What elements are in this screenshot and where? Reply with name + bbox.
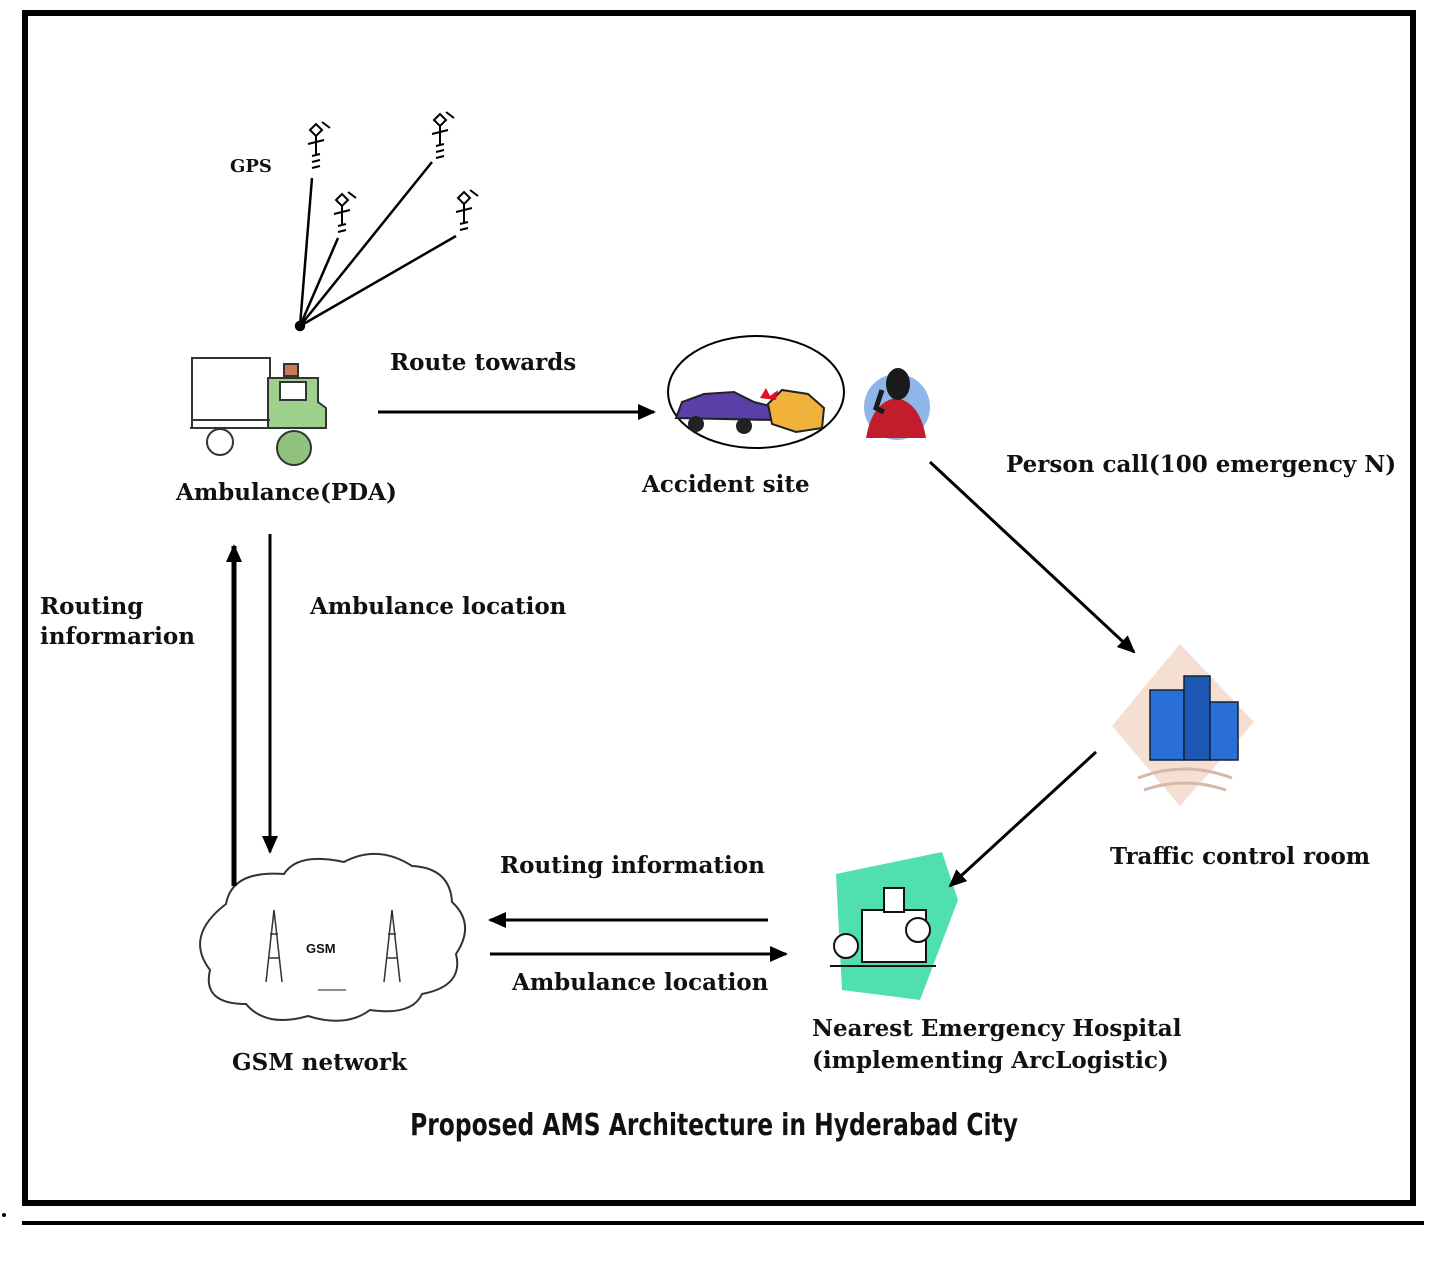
hospital-label-line2: (implementing ArcLogistic)	[812, 1047, 1169, 1074]
ambulance-icon	[190, 357, 327, 466]
gps-signal-lines	[294, 161, 457, 332]
ambulance-location-top-label: Ambulance location	[310, 593, 567, 620]
person-call-label: Person call(100 emergency N)	[1006, 451, 1397, 478]
arrows	[226, 404, 1136, 962]
gsm-inner-label: GSM	[306, 941, 336, 956]
gsm-network-label: GSM network	[232, 1049, 407, 1076]
hospital-icon	[830, 852, 958, 1000]
person-calling-icon	[864, 368, 930, 440]
bottom-rule	[22, 1221, 1424, 1225]
ambulance-location-bottom-label: Ambulance location	[512, 969, 769, 996]
routing-information-label: Routing information	[500, 852, 765, 879]
hospital-label-line1: Nearest Emergency Hospital	[812, 1015, 1182, 1042]
traffic-control-room-icon	[1112, 644, 1254, 806]
accident-site-label: Accident site	[642, 471, 810, 498]
ambulance-label: Ambulance(PDA)	[176, 479, 397, 506]
traffic-control-room-label: Traffic control room	[1110, 843, 1371, 870]
gsm-cloud-icon	[199, 852, 466, 1022]
route-towards-label: Route towards	[390, 349, 577, 376]
gps-satellites-icon	[307, 111, 479, 233]
accident-site-icon	[667, 335, 845, 449]
arrow-traffic-to-hospital	[948, 750, 1098, 888]
routing-left-label-line2: informarion	[40, 623, 195, 650]
diagram-frame	[22, 10, 1416, 1206]
arrow-person-to-traffic	[928, 460, 1136, 654]
diagram-title: Proposed AMS Architecture in Hyderabad C…	[410, 1108, 1018, 1143]
margin-dot	[2, 1213, 6, 1217]
routing-left-label-line1: Routing	[40, 593, 144, 620]
gps-label: GPS	[230, 156, 272, 177]
